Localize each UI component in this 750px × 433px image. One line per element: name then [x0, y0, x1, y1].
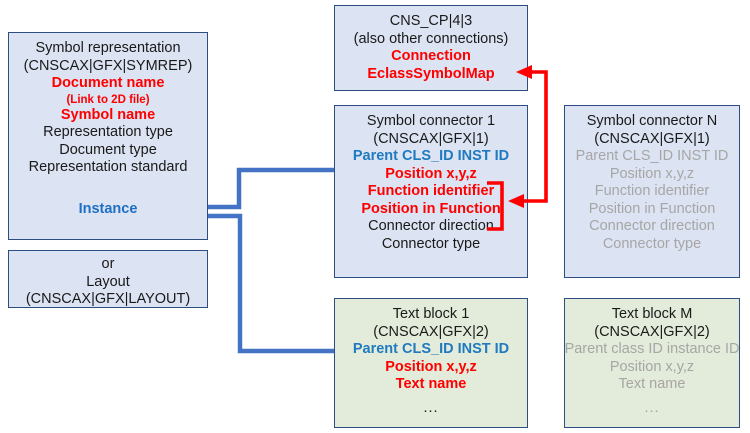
text-block-1-box: Text block 1 (CNSCAX|GFX|2) Parent CLS_I…: [334, 298, 528, 428]
cns-cp-eclasssymbolmap: EclassSymbolMap: [367, 65, 495, 82]
cns-cp-note: (also other connections): [353, 30, 509, 47]
symbol-connector-1-function-identifier: Function identifier: [367, 183, 495, 199]
symbol-connector-n-parent-id: Parent CLS_ID INST ID: [575, 148, 729, 164]
symbol-representation-title: Symbol representation: [35, 40, 181, 56]
symbol-connector-n-code: (CNSCAX|GFX|1): [594, 130, 710, 147]
symbol-representation-box: Symbol representation (CNSCAX|GFX|SYMREP…: [8, 32, 208, 240]
text-block-1-position: Position x,y,z: [385, 358, 477, 375]
text-block-1-code: (CNSCAX|GFX|2): [373, 323, 489, 340]
cns-cp-code: CNS_CP|4|3: [389, 13, 473, 29]
text-block-m-position: Position x,y,z: [609, 358, 695, 375]
symbol-representation-doc-link: (Link to 2D file): [66, 93, 150, 106]
text-block-m-title: Text block M: [611, 306, 693, 322]
symbol-connector-n-type: Connector type: [602, 235, 702, 252]
text-block-m-box: Text block M (CNSCAX|GFX|2) Parent class…: [564, 298, 740, 428]
symbol-connector-n-function-identifier: Function identifier: [594, 183, 710, 199]
instance-label: Instance: [78, 201, 138, 217]
text-block-m-parent-id: Parent class ID instance ID: [564, 341, 740, 357]
symbol-representation-code: (CNSCAX|GFX|SYMREP): [23, 57, 193, 74]
symbol-connector-1-direction: Connector direction: [368, 218, 494, 234]
text-block-m-ellipsis: ...: [644, 399, 660, 416]
symbol-connector-1-title: Symbol connector 1: [366, 113, 496, 129]
text-block-1-title: Text block 1: [392, 306, 470, 322]
text-block-1-ellipsis: ...: [423, 399, 439, 416]
text-block-m-text-name: Text name: [618, 376, 686, 392]
text-block-m-code: (CNSCAX|GFX|2): [594, 323, 710, 340]
symbol-representation-doc-name: Document name: [51, 75, 165, 91]
symbol-representation-doc-type: Document type: [59, 141, 157, 158]
symbol-representation-rep-type: Representation type: [43, 124, 173, 140]
text-block-1-parent-id: Parent CLS_ID INST ID: [352, 341, 510, 357]
symbol-connector-n-position: Position x,y,z: [609, 165, 695, 182]
symbol-connector-n-box: Symbol connector N (CNSCAX|GFX|1) Parent…: [564, 105, 740, 278]
symbol-representation-rep-std: Representation standard: [28, 159, 188, 175]
layout-or: or: [101, 256, 115, 272]
layout-box: or Layout (CNSCAX|GFX|LAYOUT): [8, 250, 208, 308]
symbol-connector-1-parent-id: Parent CLS_ID INST ID: [352, 148, 510, 164]
symbol-connector-1-type: Connector type: [381, 235, 481, 252]
symbol-connector-1-position-in-function: Position in Function: [361, 200, 501, 217]
symbol-connector-1-position: Position x,y,z: [385, 165, 477, 182]
cns-cp-connection: Connection: [391, 48, 471, 64]
text-block-1-text-name: Text name: [395, 376, 467, 392]
layout-code: (CNSCAX|GFX|LAYOUT): [25, 291, 191, 307]
symbol-connector-n-direction: Connector direction: [589, 218, 715, 234]
symbol-connector-n-title: Symbol connector N: [586, 113, 718, 129]
symbol-connector-n-position-in-function: Position in Function: [588, 200, 716, 217]
cns-cp-box: CNS_CP|4|3 (also other connections) Conn…: [334, 5, 528, 91]
symbol-representation-symbol-name: Symbol name: [60, 106, 156, 123]
symbol-connector-1-box: Symbol connector 1 (CNSCAX|GFX|1) Parent…: [334, 105, 528, 278]
layout-title: Layout: [86, 273, 130, 290]
symbol-connector-1-code: (CNSCAX|GFX|1): [373, 130, 489, 147]
